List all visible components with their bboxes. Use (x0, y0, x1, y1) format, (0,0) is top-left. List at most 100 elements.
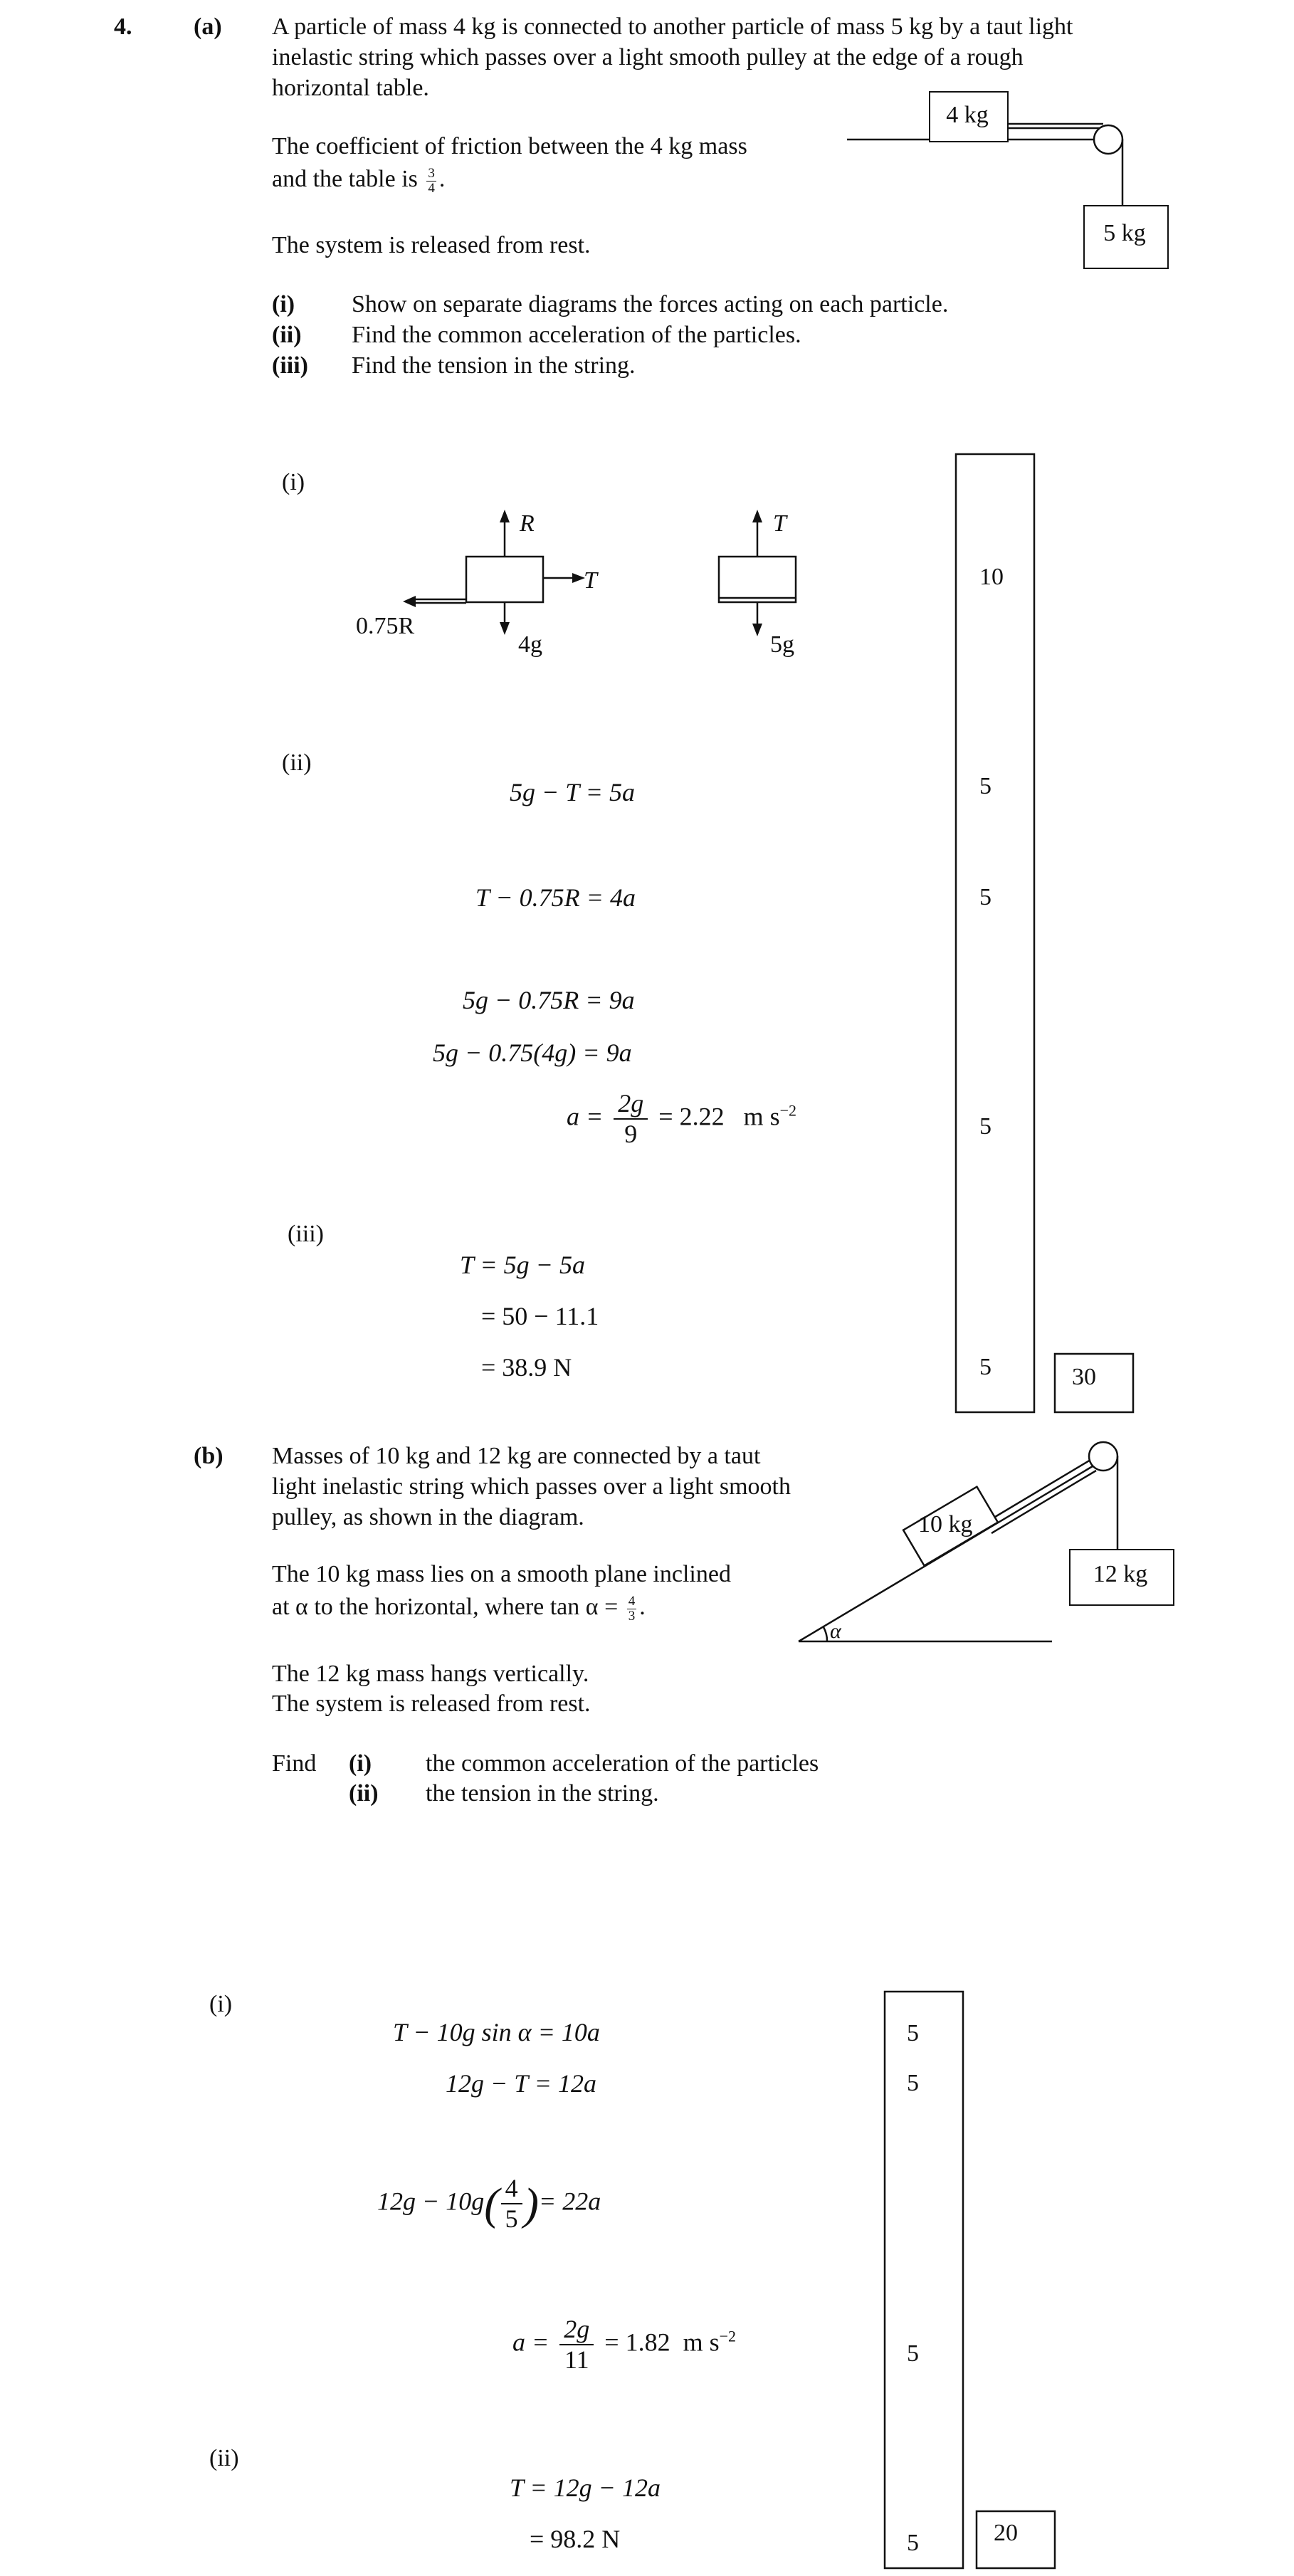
part-a-task-i-text: Show on separate diagrams the forces act… (352, 291, 949, 317)
block-12kg-label: 12 kg (1093, 1561, 1148, 1587)
part-b-intro-line-3: pulley, as shown in the diagram. (272, 1504, 584, 1530)
eq-b-3-post: = 22a (538, 2187, 601, 2216)
mark-a-1: 10 (979, 564, 1004, 590)
slope-block-label: 10 kg (918, 1511, 973, 1537)
fbd-label-r: R (520, 510, 535, 537)
arrow-4g-head (500, 622, 510, 635)
eq-b-3-pre: 12g − 10g (377, 2187, 485, 2216)
eq-a-4: 5g − 0.75(4g) = 9a (433, 1039, 632, 1067)
eq-b-4-rhs: = 1.82 (604, 2328, 670, 2357)
eq-b-6: = 98.2 N (530, 2525, 621, 2553)
total-box-b (975, 2510, 1056, 2570)
eq-a-6: T = 5g − 5a (460, 1251, 585, 1279)
tan-num: 4 (626, 1593, 637, 1609)
question-number: 4. (114, 14, 132, 40)
friction-text: and the table is (272, 166, 418, 192)
friction-den: 4 (428, 180, 435, 196)
eq-a-5-den: 9 (624, 1120, 638, 1149)
eq-b-3-num: 4 (500, 2174, 522, 2205)
arrow-t-head (572, 573, 585, 583)
arrow-5g-head (752, 624, 762, 636)
friction-period: . (438, 166, 446, 192)
part-a-label: (a) (194, 14, 222, 40)
arrow-friction-head (403, 596, 416, 607)
fbd-label-4g: 4g (518, 631, 542, 658)
pulley-b (1088, 1441, 1119, 1472)
fbd-4kg-block (465, 555, 545, 604)
eq-a-5-rhs: = 2.22 (658, 1102, 725, 1131)
part-a-task-ii-label: (ii) (272, 322, 302, 348)
tan-den: 3 (628, 1608, 636, 1624)
eq-a-2: T − 0.75R = 4a (475, 883, 636, 912)
part-a-release: The system is released from rest. (272, 232, 591, 258)
eq-b-4-den: 11 (564, 2345, 589, 2375)
part-b-find: Find (272, 1750, 317, 1777)
eq-b-4-exp: −2 (719, 2327, 737, 2345)
part-b-task-i-label: (i) (349, 1750, 372, 1777)
arrow-t2-head (752, 510, 762, 522)
marks-column-a (954, 453, 1135, 1414)
part-a-task-ii-text: Find the common acceleration of the part… (352, 322, 801, 348)
incline-string-1 (984, 1458, 1091, 1525)
part-b-task-ii-text: the tension in the string. (426, 1780, 659, 1807)
sol-a-iii-label: (iii) (288, 1221, 324, 1247)
total-a: 30 (1072, 1364, 1096, 1390)
part-b-task-i-text: the common acceleration of the particles (426, 1750, 819, 1777)
block-4kg (929, 91, 1009, 142)
slope-block (902, 1485, 999, 1567)
eq-a-7: = 50 − 11.1 (481, 1302, 599, 1330)
eq-a-5-lhs: a = (567, 1102, 604, 1131)
fbd-label-t: T (584, 567, 597, 594)
tan-text: at α to the horizontal, where tan α = (272, 1594, 619, 1620)
total-b: 20 (994, 2520, 1018, 2546)
incline-diagram (798, 1441, 1119, 1643)
sol-b-ii-label: (ii) (209, 2445, 239, 2471)
eq-a-1: 5g − T = 5a (510, 778, 635, 806)
mark-a-4: 5 (979, 1113, 991, 1140)
eq-b-3-den: 5 (505, 2204, 518, 2234)
part-a-task-iii-text: Find the tension in the string. (352, 352, 636, 379)
part-a-friction-line-1: The coefficient of friction between the … (272, 133, 747, 159)
incline-string-2 (991, 1469, 1097, 1535)
eq-b-4-unit: m s (683, 2328, 720, 2357)
part-b-intro-line-1: Masses of 10 kg and 12 kg are connected … (272, 1443, 761, 1469)
part-b-intro-line-2: light inelastic string which passes over… (272, 1473, 791, 1500)
mark-b-4: 5 (907, 2530, 919, 2556)
sol-b-i-label: (i) (209, 1991, 233, 2017)
block-4kg-label: 4 kg (946, 102, 989, 128)
fbd-label-t2: T (773, 510, 787, 537)
paren-left: ( (484, 2178, 500, 2229)
mark-b-2: 5 (907, 2070, 919, 2096)
angle-arc (822, 1626, 829, 1642)
part-b-hang: The 12 kg mass hangs vertically. (272, 1661, 589, 1687)
marks-box-b (883, 1990, 964, 2570)
part-a-intro-line-3: horizontal table. (272, 75, 429, 101)
fbd-label-5g: 5g (770, 631, 794, 658)
angle-label: α (830, 1619, 841, 1643)
total-box-a (1053, 1352, 1135, 1414)
paren-right: ) (523, 2178, 539, 2229)
part-a-task-iii-label: (iii) (272, 352, 308, 379)
eq-a-5-num: 2g (614, 1089, 648, 1120)
mark-a-2: 5 (979, 773, 991, 799)
eq-a-5-unit: m s (743, 1102, 780, 1131)
part-b-plane-line-1: The 10 kg mass lies on a smooth plane in… (272, 1561, 731, 1587)
marks-column-b (883, 1990, 1056, 2570)
tan-period: . (639, 1594, 646, 1620)
mark-a-5: 5 (979, 1354, 991, 1380)
eq-b-2: 12g − T = 12a (446, 2069, 596, 2098)
arrow-r-head (500, 510, 510, 522)
eq-b-5: T = 12g − 12a (510, 2474, 661, 2502)
part-a-intro-line-1: A particle of mass 4 kg is connected to … (272, 14, 1073, 40)
part-a-intro-line-2: inelastic string which passes over a lig… (272, 44, 1024, 70)
eq-a-8: = 38.9 N (481, 1353, 572, 1382)
